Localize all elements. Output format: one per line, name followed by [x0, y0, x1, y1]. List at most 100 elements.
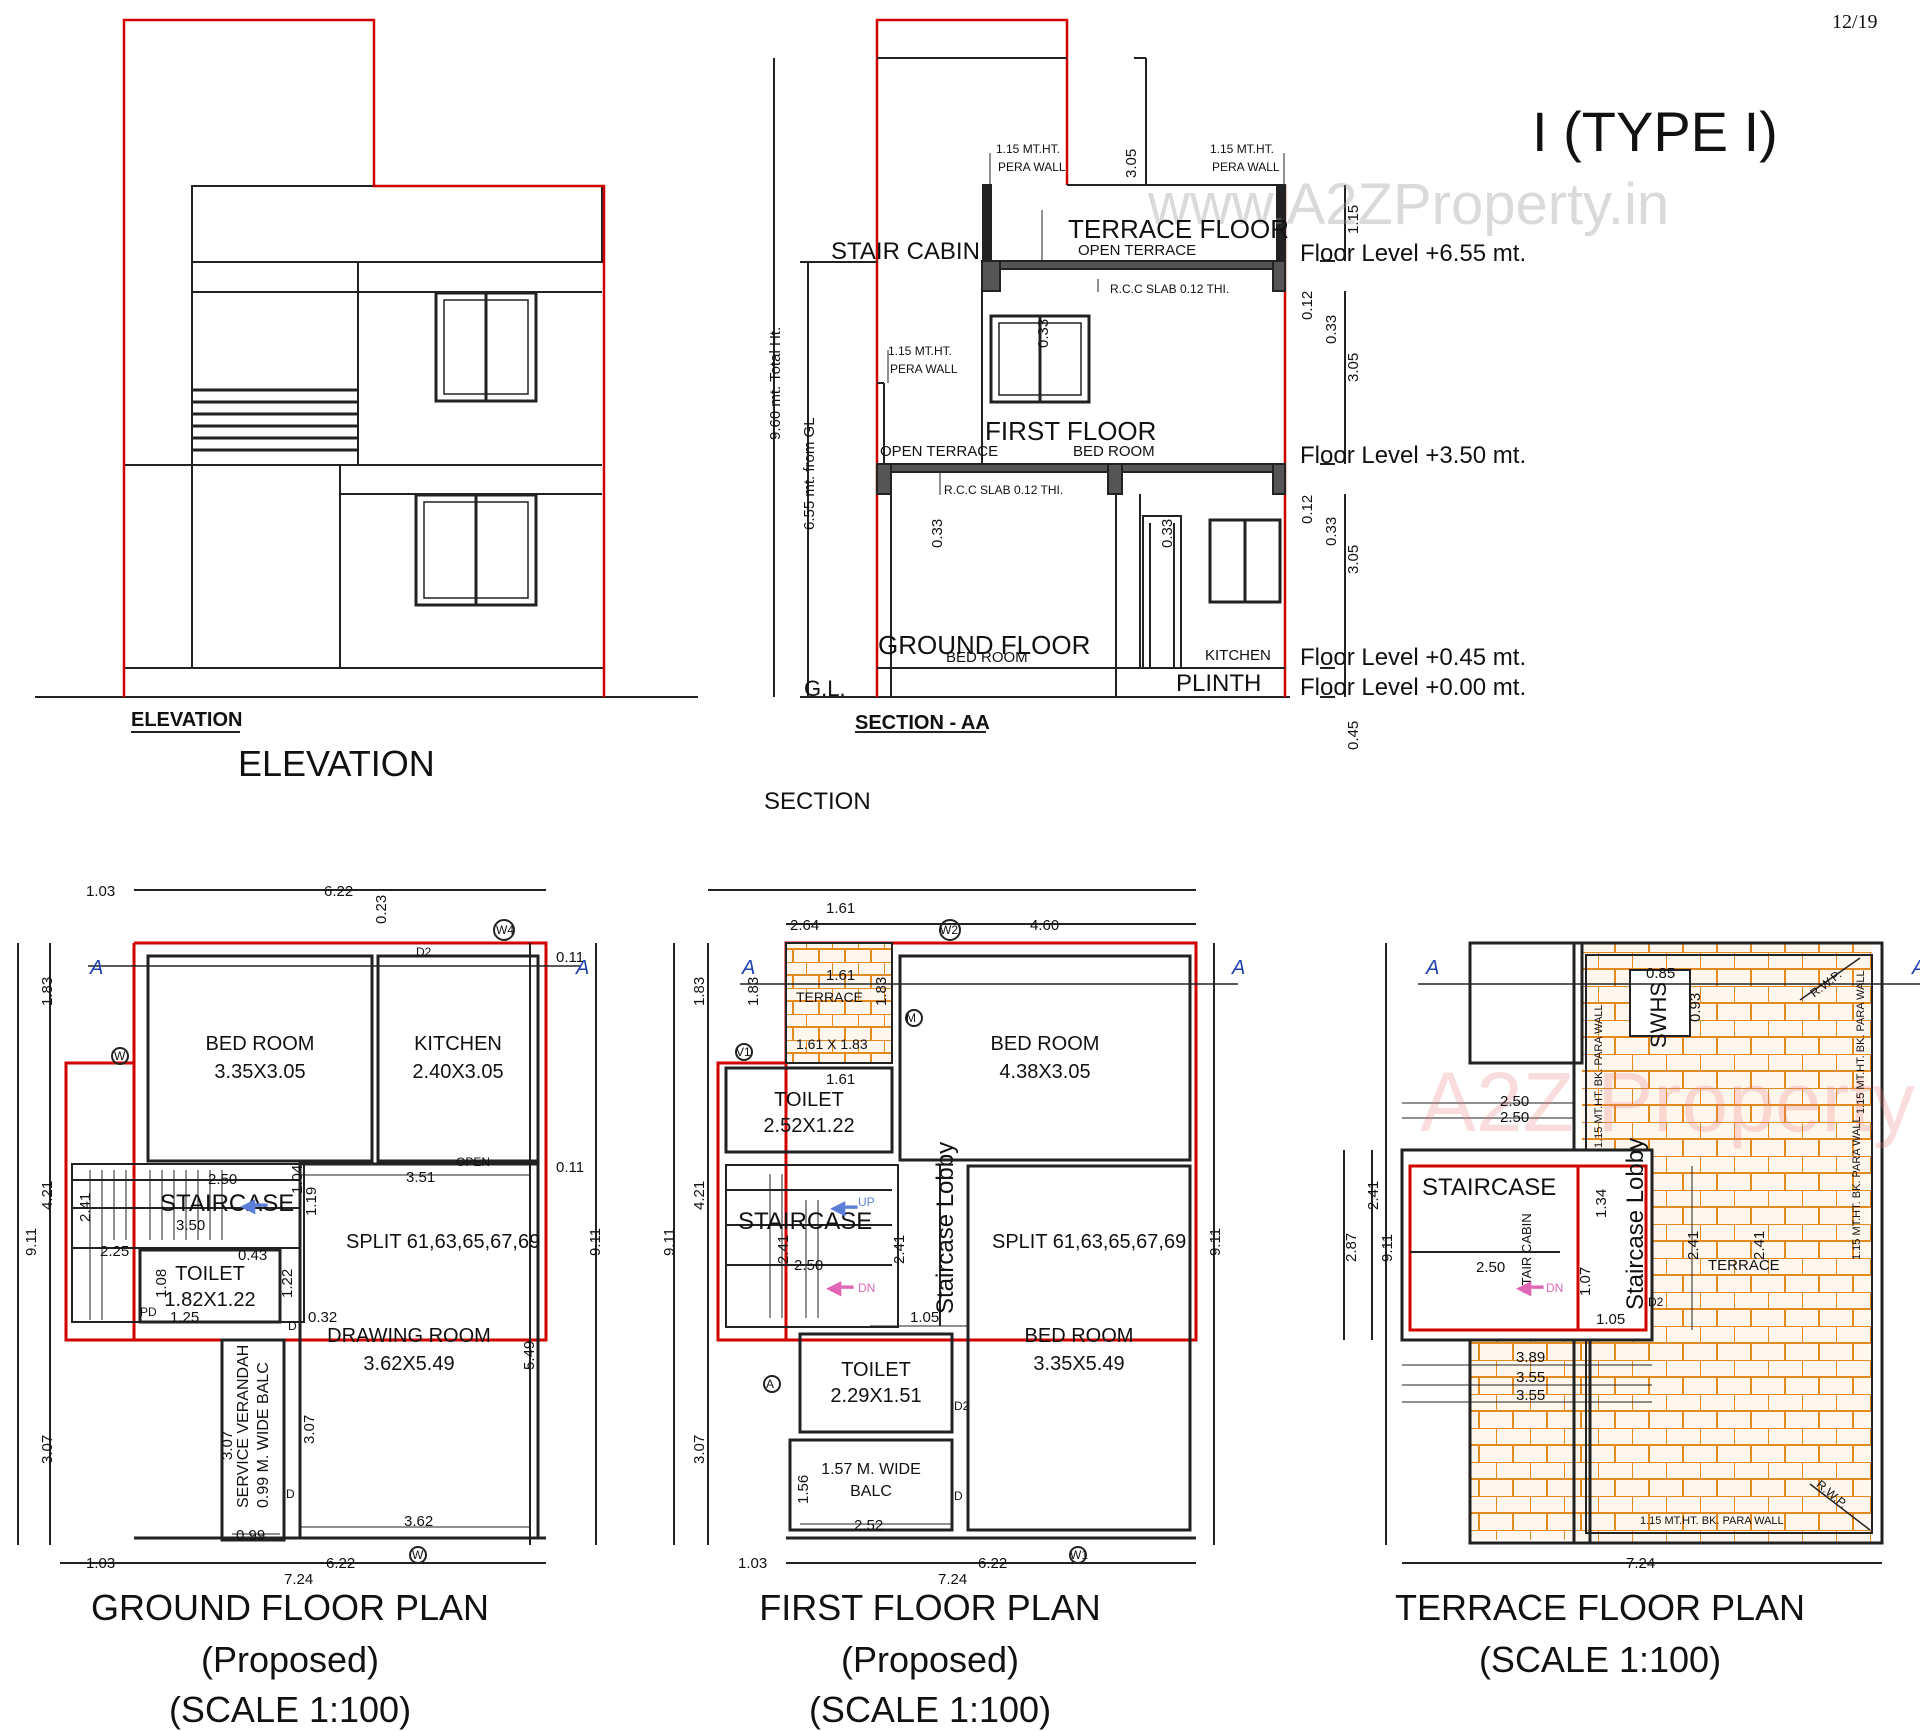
ff-scale: (SCALE 1:100) — [808, 1689, 1052, 1730]
elevation-underlined-label: ELEVATION — [131, 709, 243, 731]
ground-plan-drawing — [17, 889, 597, 1564]
gf-scale: (SCALE 1:100) — [168, 1689, 412, 1730]
gf-subtitle: (Proposed) — [200, 1639, 380, 1680]
ff-bed-room-2-size: 3.35X5.49 — [1033, 1353, 1125, 1375]
ff-tag-m: M — [906, 1011, 916, 1025]
ff-dim-307: 3.07 — [691, 1434, 708, 1464]
gf-staircase: STAIRCASE — [160, 1190, 295, 1217]
ff-dim-156: 1.56 — [795, 1474, 812, 1504]
tf-dim-241-out: 2.41 — [1365, 1180, 1382, 1210]
gf-dim-225: 2.25 — [100, 1243, 130, 1260]
gf-dim-099: 0.99 — [236, 1527, 266, 1544]
tf-dim-241-b: 2.41 — [1751, 1230, 1768, 1260]
bed-room-first-label: BED ROOM — [1073, 443, 1155, 460]
section-dim-115: 1.15 — [1345, 204, 1362, 234]
slab-label-1: R.C.C SLAB 0.12 THI. — [1110, 282, 1230, 296]
tf-dim-093: 0.93 — [1687, 992, 1704, 1022]
gf-bed-room: BED ROOM — [205, 1033, 315, 1055]
gf-dim-103-top: 1.03 — [86, 883, 116, 900]
ff-dim-183-r: 1.83 — [873, 976, 890, 1006]
ff-dim-250: 2.50 — [794, 1257, 824, 1274]
ff-dim-252: 2.52 — [854, 1517, 884, 1534]
section-dim-033b: 0.33 — [1323, 516, 1340, 546]
pera-wall-2: 1.15 MT.HT. — [1210, 142, 1275, 156]
ff-dim-460: 4.60 — [1030, 917, 1060, 934]
ff-staircase-lobby: Staircase Lobby — [932, 1141, 959, 1314]
ff-dim-264: 2.64 — [790, 917, 820, 934]
ff-balc-2: BALC — [850, 1483, 892, 1500]
tf-dim-911: 9.11 — [1379, 1233, 1396, 1262]
gf-dim-350: 3.50 — [176, 1217, 206, 1234]
ff-dim-724: 7.24 — [938, 1571, 968, 1588]
gf-dim-104: 1.04 — [289, 1164, 306, 1194]
ff-dim-183-out: 1.83 — [691, 976, 708, 1006]
ff-subtitle: (Proposed) — [840, 1639, 1020, 1680]
ff-up-tag: UP — [858, 1195, 875, 1209]
watermark-text-2: A2Z Property — [1420, 1055, 1915, 1149]
plinth-label: PLINTH — [1176, 670, 1262, 697]
tf-dim-250a: 2.50 — [1500, 1093, 1530, 1110]
section-dim-305b: 3.05 — [1345, 352, 1362, 382]
ff-dim-161-bot: 1.61 — [826, 1071, 856, 1088]
ff-staircase: STAIRCASE — [738, 1208, 873, 1235]
section-dim-033c: 0.33 — [1035, 318, 1052, 348]
gf-tag-d: D — [286, 1487, 295, 1501]
gf-bed-room-size: 3.35X3.05 — [214, 1061, 306, 1083]
ff-tag-v1: V1 — [736, 1045, 751, 1059]
tf-para-wall-1: 1.15 MT.HT. BK. PARA WALL — [1593, 1004, 1605, 1148]
ff-bed-room-2: BED ROOM — [1024, 1325, 1134, 1347]
tf-tag-d2: D2 — [1648, 1295, 1664, 1309]
ff-dim-183-in: 1.83 — [745, 976, 762, 1006]
tf-dim-250b: 2.50 — [1500, 1109, 1530, 1126]
gf-tag-open: OPEN — [456, 1155, 491, 1169]
gf-dim-122: 1.22 — [279, 1268, 296, 1298]
pera-wall-3: 1.15 MT.HT. — [888, 344, 953, 358]
gf-tag-w2: W — [412, 1548, 424, 1562]
gl-label: G.L. — [804, 676, 846, 701]
gf-dim-307-mid: 3.07 — [301, 1414, 318, 1444]
ff-dim-161-top: 1.61 — [826, 900, 856, 917]
ff-dim-105: 1.05 — [910, 1309, 940, 1326]
section-dim-305c: 3.05 — [1345, 544, 1362, 574]
ff-toilet-1: TOILET — [774, 1089, 844, 1111]
ff-toilet-2-size: 2.29X1.51 — [830, 1385, 922, 1407]
gf-tag-pd: PD — [140, 1305, 157, 1319]
tf-staircase-lobby: Staircase Lobby — [1622, 1137, 1649, 1310]
terrace-floor-label: TERRACE FLOOR — [1068, 214, 1290, 244]
gf-dim-108: 1.08 — [153, 1268, 170, 1298]
section-dim-012b: 0.12 — [1299, 494, 1316, 524]
first-plan-drawing — [673, 889, 1238, 1564]
gf-kitchen: KITCHEN — [414, 1033, 502, 1055]
bed-room-ground-label: BED ROOM — [946, 649, 1028, 666]
tf-dim-355a: 3.55 — [1516, 1369, 1546, 1386]
gf-dim-032: 0.32 — [308, 1309, 338, 1326]
level-350: Floor Level +3.50 mt. — [1300, 442, 1527, 469]
tf-dim-250c: 2.50 — [1476, 1259, 1506, 1276]
gf-up-arrow-icon: ◀━ — [240, 1195, 268, 1217]
ff-terrace-size: 1.61 X 1.83 — [796, 1036, 868, 1052]
gf-tag-w: W — [114, 1049, 126, 1063]
gf-dim-241: 2.41 — [77, 1192, 94, 1222]
ff-section-mark-a2: A — [1232, 957, 1246, 979]
ff-dim-241-b: 2.41 — [891, 1234, 908, 1264]
section-underlined-label: SECTION - AA — [855, 712, 990, 734]
ff-dim-421: 4.21 — [691, 1180, 708, 1210]
gf-dim-549: 5.49 — [521, 1340, 538, 1370]
gf-dim-622-top: 6.22 — [324, 883, 354, 900]
gf-drawing-room: DRAWING ROOM — [327, 1325, 491, 1347]
ff-dim-911-left: 9.11 — [661, 1227, 678, 1256]
pera-wall-1: 1.15 MT.HT. — [996, 142, 1061, 156]
pera-wall-3b: PERA WALL — [890, 362, 958, 376]
gf-toilet-size: 1.82X1.22 — [164, 1289, 256, 1311]
tf-title: TERRACE FLOOR PLAN — [1394, 1587, 1806, 1628]
gf-dim-250: 2.50 — [208, 1171, 238, 1188]
gf-dim-125: 1.25 — [170, 1309, 200, 1326]
level-000: Floor Level +0.00 mt. — [1300, 674, 1527, 701]
gf-dim-307-left: 3.07 — [39, 1434, 56, 1464]
gf-section-mark-a2: A — [576, 957, 590, 979]
gf-verandah: SERVICE VERANDAH — [235, 1344, 252, 1508]
tf-dim-105: 1.05 — [1596, 1311, 1626, 1328]
gf-dim-622-bot: 6.22 — [326, 1555, 356, 1572]
